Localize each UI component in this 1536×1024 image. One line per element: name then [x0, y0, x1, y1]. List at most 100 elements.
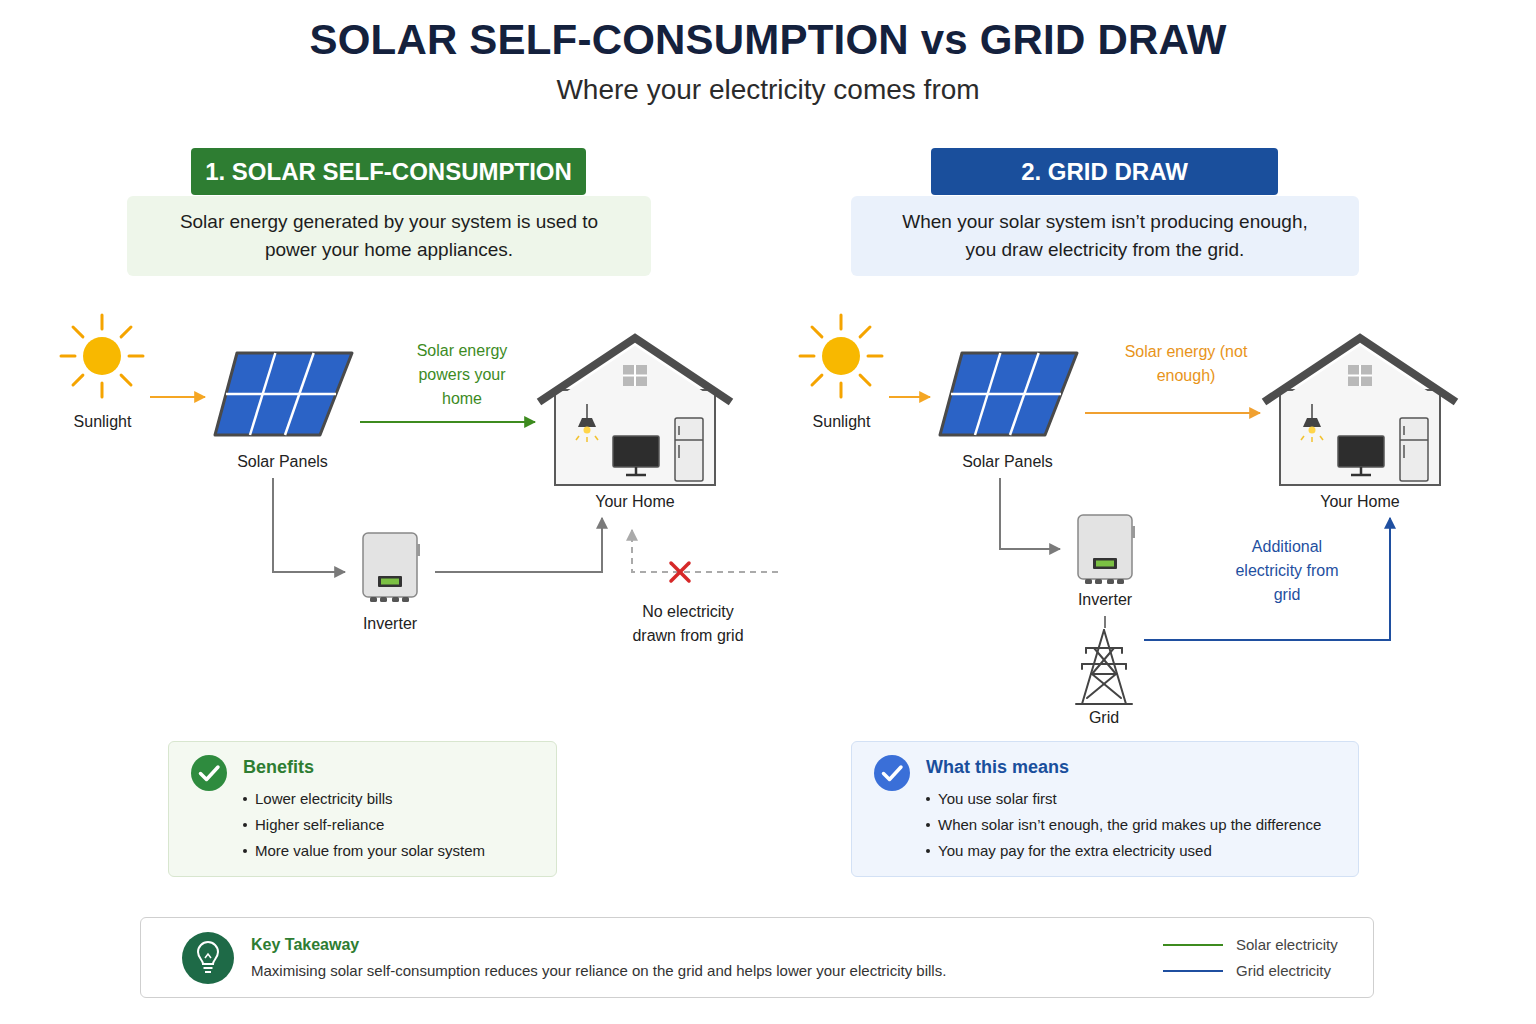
- body-text: Maximising solar self-consumption reduce…: [251, 960, 1131, 982]
- sun-ray: [61, 355, 75, 358]
- inverter-foot: [380, 597, 387, 602]
- description-box: When your solar system isn’t producing e…: [851, 196, 1359, 276]
- lamp-cord: [1311, 404, 1313, 418]
- legend-line: [1163, 970, 1223, 972]
- bullet-dot: [926, 823, 930, 827]
- connector-arrow: [273, 478, 345, 572]
- house-wall: [555, 390, 715, 485]
- lightbulb-icon: [181, 931, 235, 985]
- connector-arrow: [150, 396, 205, 398]
- sun-ray: [800, 355, 814, 358]
- fridge-handle: [1403, 445, 1405, 458]
- panel-cell-line: [226, 393, 336, 396]
- fridge-handle: [1403, 426, 1405, 435]
- panel-frame: [940, 353, 1077, 435]
- icon-label: Sunlight: [794, 412, 889, 432]
- fridge-split: [1400, 439, 1428, 441]
- inverter-foot: [1117, 579, 1124, 584]
- inverter-display: [1093, 558, 1117, 569]
- inverter-foot: [1107, 579, 1114, 584]
- inverter-foot: [402, 597, 409, 602]
- sun-ray: [868, 355, 882, 358]
- bulb-base: [204, 967, 213, 969]
- connector-arrow: [435, 518, 602, 572]
- sun-icon: [794, 312, 889, 412]
- tv-stand: [1360, 467, 1363, 474]
- bullet-dot: [926, 849, 930, 853]
- description-text: When your solar system isn’t producing e…: [885, 208, 1325, 264]
- check-circle: [874, 755, 910, 791]
- fridge: [1400, 418, 1428, 481]
- tower-strut: [1094, 648, 1116, 674]
- fridge: [675, 418, 703, 481]
- connector-arrow: [889, 396, 930, 398]
- sun-ray: [73, 375, 83, 385]
- description-box: Solar energy generated by your system is…: [127, 196, 651, 276]
- connector-label: Solar energy powers your home: [402, 339, 522, 411]
- house-roof: [539, 338, 731, 402]
- list-item: When solar isn’t enough, the grid makes …: [926, 812, 1342, 838]
- inverter-icon: [1060, 512, 1150, 590]
- tv-base: [1351, 474, 1371, 477]
- inverter-node: Inverter: [1060, 512, 1150, 616]
- connector-label: Solar energy (not enough): [1121, 340, 1251, 388]
- panel-cell-line: [951, 393, 1061, 396]
- inverter-led: [381, 579, 399, 585]
- inverter-led: [1096, 561, 1114, 567]
- panel-icon: [930, 350, 1085, 452]
- inverter-node: Inverter: [345, 530, 435, 640]
- takeaway-box: Key TakeawayMaximising solar self-consum…: [140, 917, 1374, 998]
- icon-label: Solar Panels: [930, 452, 1085, 472]
- lamp-shade: [1303, 418, 1321, 427]
- connector-arrow: [1000, 478, 1060, 549]
- inverter-body: [363, 533, 417, 597]
- bullet-dot: [926, 797, 930, 801]
- inverter-side: [417, 544, 420, 556]
- bulb-base: [205, 971, 211, 973]
- window-bar: [623, 375, 647, 377]
- sun-ray: [101, 383, 104, 397]
- lamp-ray: [576, 436, 579, 440]
- inverter-display: [378, 576, 402, 587]
- tower-strut: [1092, 674, 1121, 698]
- bullet-dot: [243, 797, 247, 801]
- section-header: 2. GRID DRAW: [931, 148, 1278, 195]
- icon-label: Grid: [1064, 708, 1144, 728]
- box-heading: What this means: [926, 755, 1342, 779]
- sun-ray: [860, 327, 870, 337]
- house-window: [1348, 365, 1372, 386]
- check-icon: [873, 754, 911, 792]
- tower-strut: [1092, 648, 1114, 674]
- tower-icon: [1064, 628, 1144, 708]
- grid-node: Grid: [1064, 628, 1144, 734]
- house-roof: [1264, 338, 1456, 402]
- icon-label: Inverter: [345, 614, 435, 634]
- panel-icon: [205, 350, 360, 452]
- lamp-ray: [1320, 436, 1323, 440]
- inverter-side: [1132, 526, 1135, 538]
- bulb-circle: [182, 932, 234, 984]
- bullet-dot: [243, 823, 247, 827]
- tv-stand: [635, 467, 638, 474]
- lamp-bulb: [1309, 427, 1316, 434]
- bullet-dot: [243, 849, 247, 853]
- window-bar: [1348, 375, 1372, 377]
- legend-text: Solar electricity: [1236, 936, 1338, 953]
- legend-row: Grid electricity: [1163, 962, 1331, 979]
- bulb-filament: [205, 954, 211, 958]
- title: SOLAR SELF-CONSUMPTION vs GRID DRAW: [0, 16, 1536, 64]
- blocked-grid-line: [632, 530, 778, 572]
- section-header: 1. SOLAR SELF-CONSUMPTION: [191, 148, 586, 195]
- tower-strut: [1121, 648, 1123, 653]
- lamp-ray: [595, 436, 598, 440]
- fridge-split: [675, 439, 703, 441]
- sun-ray: [121, 375, 131, 385]
- legend-row: Solar electricity: [1163, 936, 1338, 953]
- subtitle: Where your electricity comes from: [0, 74, 1536, 106]
- list-item: You may pay for the extra electricity us…: [926, 838, 1342, 864]
- house-wall: [1280, 390, 1440, 485]
- box-heading: Benefits: [243, 755, 540, 779]
- tv-screen: [613, 436, 659, 467]
- legend-text: Grid electricity: [1236, 962, 1331, 979]
- house-icon: [535, 332, 735, 492]
